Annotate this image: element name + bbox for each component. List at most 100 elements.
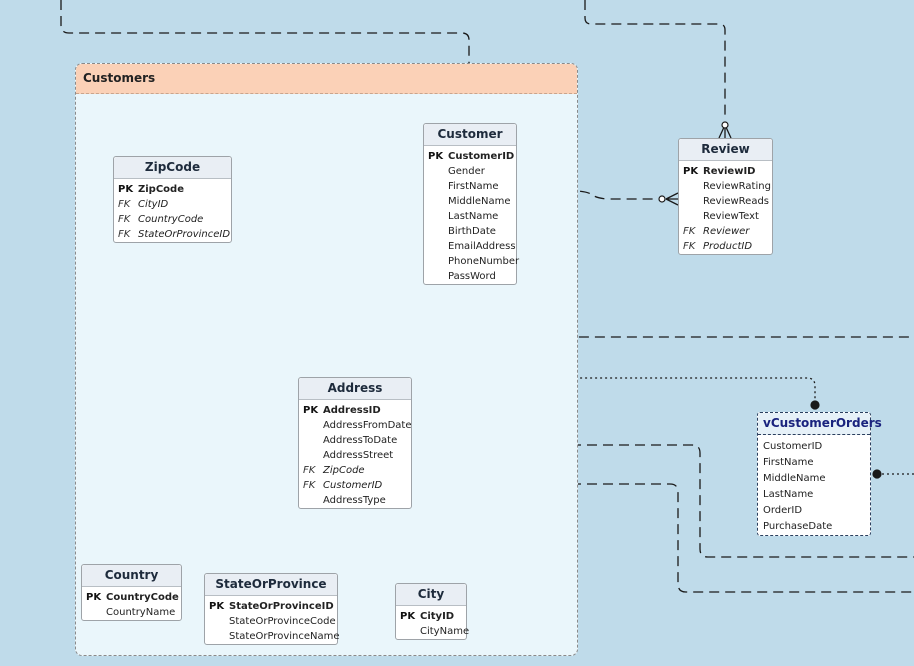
- field-row[interactable]: PurchaseDate: [758, 519, 870, 535]
- field-name: Reviewer: [703, 226, 750, 237]
- field-row[interactable]: MiddleName: [758, 471, 870, 487]
- entity-title-country: Country: [82, 565, 181, 587]
- field-row[interactable]: ReviewText: [679, 209, 772, 224]
- entity-title-address: Address: [299, 378, 411, 400]
- field-row[interactable]: AddressStreet: [299, 448, 411, 463]
- field-row[interactable]: AddressFromDate: [299, 418, 412, 433]
- field-row[interactable]: StateOrProvinceName: [205, 629, 340, 644]
- field-name: FirstName: [763, 457, 814, 468]
- entity-title-vcustomerorders: vCustomerOrders: [758, 413, 882, 435]
- field-row[interactable]: CityName: [396, 624, 470, 639]
- field-name: Gender: [448, 166, 485, 177]
- field-row[interactable]: ReviewReads: [679, 194, 772, 209]
- entity-title-customer: Customer: [424, 124, 516, 146]
- field-row[interactable]: PassWord: [424, 269, 516, 284]
- field-name: AddressStreet: [323, 450, 394, 461]
- field-row[interactable]: PK ZipCode: [114, 182, 231, 197]
- field-row[interactable]: CustomerID: [758, 439, 870, 455]
- field-row[interactable]: StateOrProvinceCode: [205, 614, 337, 629]
- field-row[interactable]: AddressToDate: [299, 433, 411, 448]
- key-indicator: PK: [118, 184, 134, 195]
- field-name: StateOrProvinceCode: [229, 616, 336, 627]
- field-name: CountryCode: [138, 214, 204, 225]
- field-row[interactable]: PK StateOrProvinceID: [205, 599, 337, 614]
- field-name: FirstName: [448, 181, 499, 192]
- entity-title-review: Review: [679, 139, 772, 161]
- field-row[interactable]: MiddleName: [424, 194, 516, 209]
- field-row[interactable]: LastName: [424, 209, 516, 224]
- field-name: StateOrProvinceID: [138, 229, 231, 240]
- field-row[interactable]: FirstName: [758, 455, 870, 471]
- field-row[interactable]: PK CountryCode: [82, 590, 181, 605]
- field-name: CustomerID: [763, 441, 823, 452]
- field-name: AddressFromDate: [323, 420, 412, 431]
- field-row[interactable]: FK CustomerID: [299, 478, 411, 493]
- field-row[interactable]: CountryName: [82, 605, 181, 620]
- relationship-line-top-customer: [60, 0, 470, 112]
- key-indicator: FK: [683, 226, 696, 237]
- field-name: LastName: [448, 211, 499, 222]
- key-indicator: PK: [400, 611, 416, 622]
- field-name: CityName: [420, 626, 470, 637]
- field-name: ReviewRating: [703, 181, 771, 192]
- relationship-line-address-right-lower: [427, 483, 914, 593]
- field-name: ReviewText: [703, 211, 759, 222]
- view-dependency-mark-right: [872, 469, 882, 479]
- entity-title-city: City: [396, 584, 466, 606]
- optional-mark-review-top: [721, 121, 729, 129]
- field-row[interactable]: PhoneNumber: [424, 254, 520, 269]
- field-name: StateOrProvinceName: [229, 631, 340, 642]
- field-name: CountryName: [106, 607, 176, 618]
- field-name: ZipCode: [138, 184, 184, 195]
- field-name: PassWord: [448, 271, 496, 282]
- optional-mark-review-left: [658, 195, 666, 203]
- crowfoot-review-left: [665, 192, 679, 206]
- field-name: StateOrProvinceID: [229, 601, 334, 612]
- field-row[interactable]: FK Reviewer: [679, 224, 772, 239]
- field-row[interactable]: ReviewRating: [679, 179, 772, 194]
- field-name: PhoneNumber: [448, 256, 520, 267]
- field-name: MiddleName: [448, 196, 511, 207]
- field-name: MiddleName: [763, 473, 826, 484]
- subject-area-title: Customers: [76, 64, 577, 94]
- key-indicator: PK: [86, 592, 102, 603]
- field-row[interactable]: EmailAddress: [424, 239, 516, 254]
- field-name: ProductID: [703, 241, 753, 252]
- field-name: ReviewID: [703, 166, 756, 177]
- field-row[interactable]: FK ProductID: [679, 239, 772, 254]
- field-name: CountryCode: [106, 592, 179, 603]
- field-row[interactable]: Gender: [424, 164, 516, 179]
- field-name: OrderID: [763, 505, 803, 516]
- field-row[interactable]: LastName: [758, 487, 870, 503]
- key-indicator: PK: [209, 601, 225, 612]
- field-row[interactable]: FirstName: [424, 179, 516, 194]
- key-indicator: PK: [303, 405, 319, 416]
- field-row[interactable]: AddressType: [299, 493, 411, 508]
- view-dependency-mark-top: [810, 400, 820, 410]
- field-row[interactable]: BirthDate: [424, 224, 516, 239]
- key-indicator: FK: [683, 241, 696, 252]
- field-name: CustomerID: [323, 480, 383, 491]
- key-indicator: FK: [303, 480, 316, 491]
- field-name: PurchaseDate: [763, 521, 833, 532]
- field-row[interactable]: OrderID: [758, 503, 870, 519]
